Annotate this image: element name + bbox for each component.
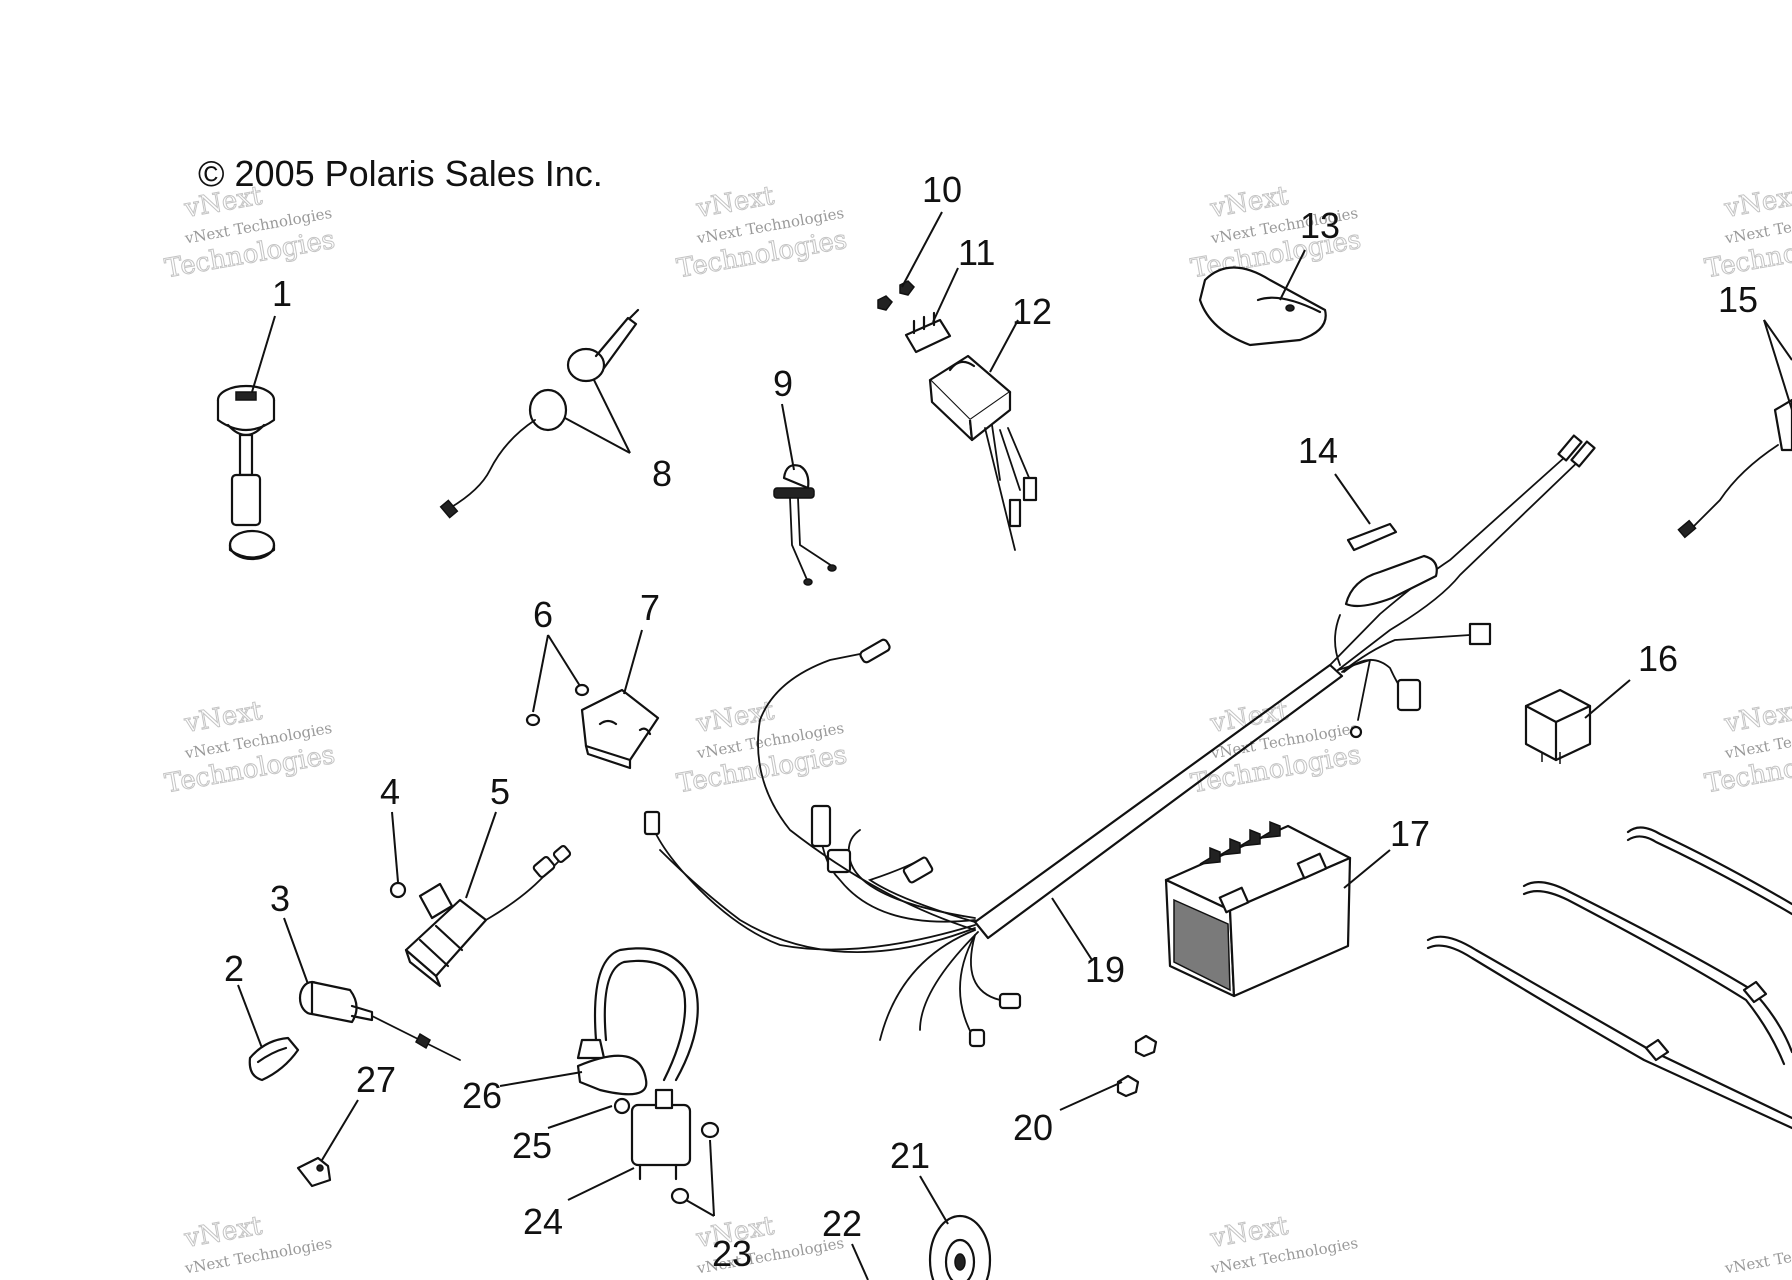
callout-3: 3 [270, 878, 290, 919]
callout-5: 5 [490, 771, 510, 812]
svg-text:vNext Technologies: vNext Technologies [1723, 1234, 1792, 1278]
svg-text:vNext: vNext [1721, 696, 1792, 739]
svg-text:vNext: vNext [1721, 181, 1792, 224]
part-20-bolts [1116, 1034, 1158, 1098]
part-9-indicator-light [773, 464, 837, 586]
callout-8: 8 [652, 453, 672, 494]
part-16-relay [1524, 688, 1592, 764]
part-7-regulator [580, 688, 660, 770]
part-4-screw [389, 881, 407, 899]
watermark: vNext vNext Technologies Technologies [162, 695, 338, 800]
callout-27: 27 [356, 1059, 396, 1100]
part-5-rectifier [404, 845, 572, 988]
callout-17: 17 [1390, 813, 1430, 854]
callout-10: 10 [922, 169, 962, 210]
callout-12: 12 [1012, 291, 1052, 332]
part-cables [1426, 826, 1792, 1130]
watermark: vNext vNext Technologies [1207, 1210, 1360, 1277]
watermark: vNext vNext Technologies Technologies [674, 180, 850, 285]
callout-25: 25 [512, 1125, 552, 1166]
callout-4: 4 [380, 771, 400, 812]
callout-21: 21 [890, 1135, 930, 1176]
part-12-cdi-box [928, 354, 1038, 551]
part-8-switches [439, 308, 640, 519]
copyright-text: © 2005 Polaris Sales Inc. [198, 153, 603, 194]
part-24-ignition-coil [593, 947, 699, 1181]
callout-19: 19 [1085, 949, 1125, 990]
part-13-cover [1198, 266, 1327, 347]
callout-15: 15 [1718, 279, 1758, 320]
watermark: vNext vNext Technologies [181, 1210, 334, 1277]
callout-1: 1 [272, 273, 292, 314]
callout-24: 24 [523, 1201, 563, 1242]
part-21-horn [928, 1214, 992, 1280]
part-1-ignition-switch [216, 384, 276, 561]
callout-7: 7 [640, 587, 660, 628]
callout-22: 22 [822, 1203, 862, 1244]
callout-11: 11 [958, 232, 995, 273]
callout-20: 20 [1013, 1107, 1053, 1148]
part-25-nut [613, 1097, 631, 1115]
part-14-fuse [1346, 522, 1398, 552]
callout-26: 26 [462, 1075, 502, 1116]
callout-14: 14 [1298, 430, 1338, 471]
part-26-spark-plug-cap [576, 1038, 648, 1096]
callout-2: 2 [224, 948, 244, 989]
watermark: vNext Technologies [1723, 1234, 1792, 1278]
part-17-battery [1164, 820, 1352, 998]
callout-13: 13 [1300, 205, 1340, 246]
watermark: vNext vNext Technologies Technologies [1702, 180, 1792, 285]
part-2-clip [248, 1036, 300, 1082]
callout-6: 6 [533, 594, 553, 635]
callout-16: 16 [1638, 638, 1678, 679]
part-3-switch [298, 980, 461, 1061]
watermark: vNext vNext Technologies Technologies [1702, 695, 1792, 800]
callout-23: 23 [712, 1233, 752, 1274]
part-23-screws [670, 1121, 720, 1205]
part-19-wiring-harness [643, 434, 1596, 1048]
part-27-key [296, 1156, 332, 1188]
watermark: vNext vNext Technologies Technologies [1188, 695, 1364, 800]
part-10-clip [877, 280, 915, 311]
part-11-terminal-block [904, 311, 952, 354]
part-6-screws [525, 683, 590, 727]
callout-9: 9 [773, 363, 793, 404]
part-15-switch [1677, 398, 1792, 539]
